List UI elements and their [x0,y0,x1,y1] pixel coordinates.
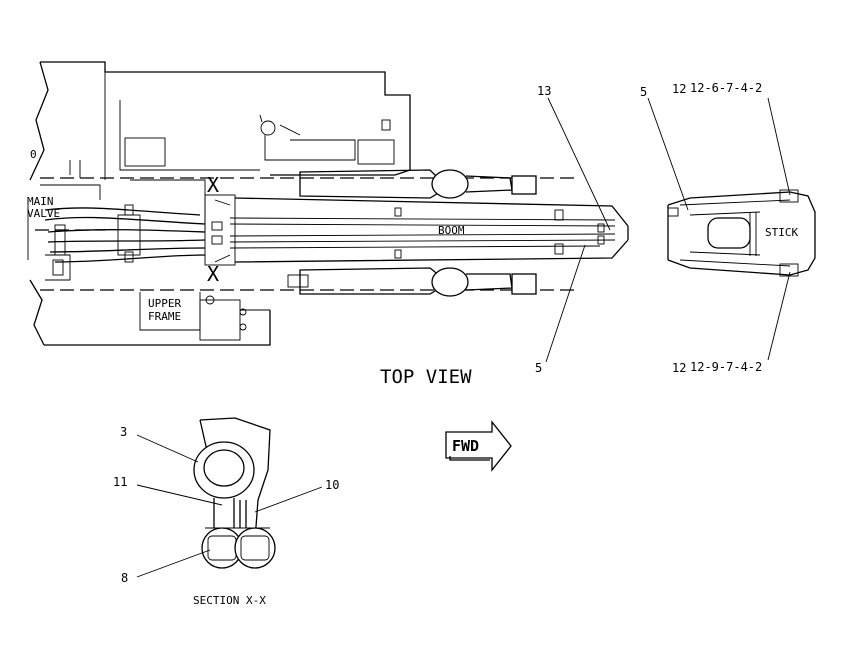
area-labels: MAIN VALVE 0 BOOM UPPER FRAME STICK TOP … [27,148,798,607]
section-mark-x-bottom: X [207,262,219,286]
forward-arrow-icon [445,420,512,472]
callout-12-bottom: 12 [672,361,686,375]
callout-numbers: 13 5 5 12 12-6-7-4-2 12 12-9-7-4-2 3 11 … [113,81,762,585]
frame-dashed-lines [35,177,580,291]
boom-cylinder-upper [299,169,537,199]
callout-13: 13 [537,84,551,98]
top-view-title: TOP VIEW [380,366,472,388]
main-valve-label-2: VALVE [27,207,60,220]
callout-11: 11 [113,475,127,489]
boom-cylinder-lower [287,267,537,297]
callout-12-top: 12 [672,82,686,96]
boom-assembly [204,194,629,266]
section-mark-x-top: X [207,173,219,197]
stick-label: STICK [765,226,798,239]
section-x-x-drawing [193,417,276,569]
callout-3: 3 [120,425,127,439]
upper-frame-label-1: UPPER [148,297,181,310]
main-valve-label-1: MAIN [27,195,54,208]
upper-frame-label-2: FRAME [148,310,181,323]
callout-8: 8 [121,571,128,585]
leader-lines [136,97,791,578]
section-title: SECTION X-X [193,594,266,607]
callout-5-top: 5 [640,85,647,99]
stick-assembly [667,189,816,277]
partial-zero-label: 0 [30,148,37,161]
callout-12-bottom-ref: 12-9-7-4-2 [690,360,762,374]
hose-bundle-main-valve [44,204,206,263]
upper-frame-outline [27,61,411,346]
boom-label: BOOM [438,224,465,237]
callout-12-top-ref: 12-6-7-4-2 [690,81,762,95]
callout-5-bottom: 5 [535,361,542,375]
callout-10: 10 [325,478,339,492]
fwd-label: FWD [452,437,479,455]
